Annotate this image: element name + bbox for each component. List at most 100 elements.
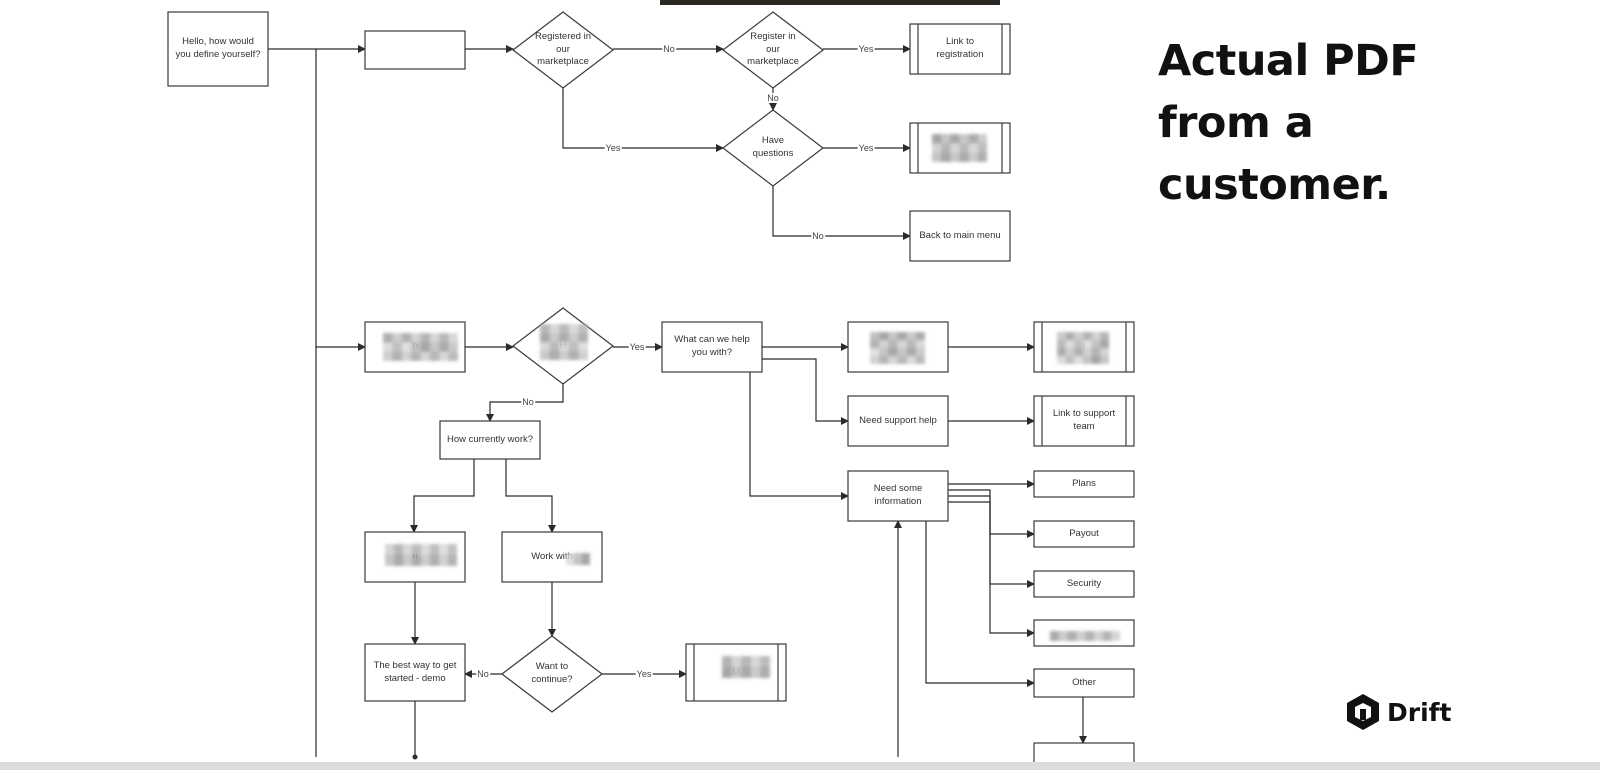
redaction-pixel — [559, 324, 570, 334]
redaction-block — [932, 134, 988, 163]
redaction-pixel — [950, 143, 960, 154]
redaction-pixel — [888, 356, 898, 365]
redaction-pixel — [1065, 356, 1075, 365]
redaction-pixel — [448, 555, 458, 567]
redaction-pixel — [1091, 340, 1101, 349]
redaction-pixel — [385, 555, 395, 567]
redaction-pixel — [559, 333, 570, 343]
redaction-pixel — [1057, 356, 1067, 365]
redaction-pixel — [879, 356, 889, 365]
redaction-block — [1050, 628, 1121, 642]
node-register-label: Register in our marketplace — [747, 30, 799, 68]
node-back-label: Back to main menu — [919, 229, 1001, 241]
redaction-pixel — [731, 667, 742, 679]
redaction-pixel — [1083, 332, 1093, 341]
redaction-block — [722, 656, 771, 679]
redaction-pixel — [439, 351, 450, 362]
redaction-pixel — [1050, 631, 1060, 642]
node-payout-label: Payout — [1069, 527, 1099, 539]
node-option1-shape — [364, 30, 466, 70]
node-link-support-label: Link to support team — [1052, 408, 1116, 432]
redaction-pixel — [549, 342, 560, 352]
redaction-block — [383, 333, 459, 362]
redaction-pixel — [1058, 631, 1068, 642]
redaction-pixel — [941, 152, 951, 163]
node-support-help-label: Need support help — [859, 414, 937, 426]
redaction-pixel — [1100, 332, 1110, 341]
redaction-pixel — [968, 152, 979, 163]
redaction-pixel — [932, 134, 942, 144]
redaction-pixel — [932, 152, 942, 163]
redaction-block — [385, 544, 458, 567]
redaction-pixel — [383, 342, 393, 353]
redaction-pixel — [977, 143, 988, 154]
connector-line — [268, 48, 317, 757]
node-option1-label — [367, 31, 463, 69]
redaction-pixel — [412, 555, 422, 567]
redaction-pixel — [549, 351, 560, 361]
redaction-pixel — [722, 656, 733, 668]
redaction-pixel — [568, 351, 579, 361]
connector-line — [505, 459, 556, 533]
edge-label-no: No — [521, 397, 535, 407]
redaction-pixel — [429, 351, 440, 362]
redaction-pixel — [941, 143, 951, 154]
redaction-pixel — [870, 348, 880, 357]
redaction-pixel — [448, 342, 459, 353]
node-help-shape — [661, 321, 763, 373]
node-how-work-label: How currently work? — [446, 433, 534, 445]
redaction-pixel — [394, 555, 404, 567]
redaction-pixel — [879, 332, 889, 341]
redaction-pixel — [420, 342, 431, 353]
node-link-reg-label: Link to registration — [936, 36, 984, 60]
redaction-pixel — [430, 544, 440, 556]
redaction-pixel — [392, 351, 403, 362]
redaction-pixel — [1111, 631, 1121, 642]
node-work-with-label: Work with — [531, 550, 573, 562]
redaction-block — [566, 552, 591, 566]
redaction-pixel — [559, 351, 570, 361]
redaction-pixel — [401, 351, 412, 362]
node-help-label: What can we help you with? — [674, 334, 750, 358]
node-questions-shape — [722, 109, 824, 187]
redaction-pixel — [915, 332, 926, 341]
redaction-pixel — [915, 356, 926, 365]
redaction-pixel — [906, 340, 917, 349]
redaction-pixel — [1083, 356, 1093, 365]
redaction-pixel — [383, 351, 393, 362]
redaction-pixel — [448, 333, 459, 343]
edge-label-yes: Yes — [628, 342, 646, 352]
redaction-pixel — [401, 342, 412, 353]
redaction-pixel — [439, 555, 449, 567]
flowchart-shapes — [167, 11, 1135, 770]
redaction-pixel — [540, 342, 551, 352]
redaction-pixel — [870, 340, 880, 349]
redaction-pixel — [1083, 348, 1093, 357]
redaction-pixel — [568, 324, 579, 334]
headline-line-1: Actual PDF — [1158, 36, 1419, 86]
redaction-pixel — [959, 143, 970, 154]
redaction-pixel — [1102, 631, 1112, 642]
redaction-pixel — [578, 324, 589, 334]
redaction-pixel — [1065, 340, 1075, 349]
connector-line — [749, 372, 849, 500]
redaction-pixel — [411, 333, 421, 343]
redaction-pixel — [977, 134, 988, 144]
node-back-shape — [909, 210, 1011, 262]
redaction-pixel — [897, 348, 908, 357]
edge-label-yes: Yes — [604, 143, 622, 153]
redaction-pixel — [403, 555, 413, 567]
node-payout-shape — [1033, 520, 1135, 548]
redaction-pixel — [578, 333, 589, 343]
redaction-pixel — [1074, 356, 1084, 365]
edge-label-no: No — [766, 93, 780, 103]
edge-label-yes: Yes — [857, 143, 875, 153]
redaction-pixel — [568, 333, 579, 343]
node-how-work-shape — [439, 420, 541, 460]
redaction-pixel — [574, 553, 583, 566]
redaction-pixel — [1091, 348, 1101, 357]
redaction-pixel — [950, 134, 960, 144]
redaction-pixel — [421, 544, 431, 556]
redaction-pixel — [401, 333, 412, 343]
redaction-pixel — [915, 340, 926, 349]
